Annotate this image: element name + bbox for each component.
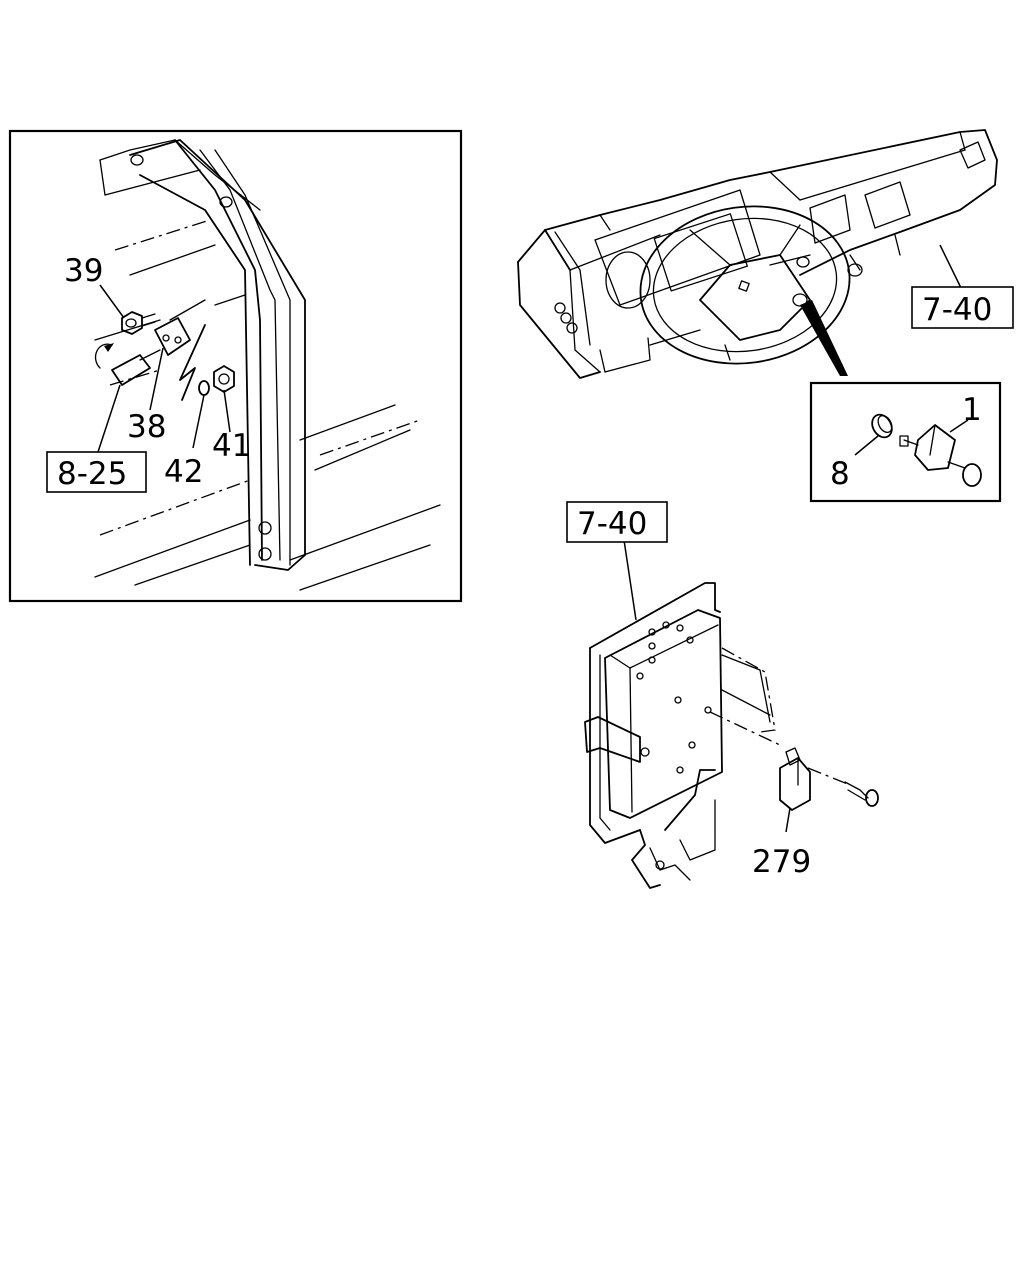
ref-label-7-40-dashboard: 7-40 [922,292,992,328]
callout-38: 38 [127,409,166,445]
bracket-assembly [584,539,879,889]
ref-box-7-40-dashboard[interactable]: 7-40 [911,286,1014,329]
detail-frame [8,129,463,603]
ref-label-8-25: 8-25 [57,456,127,492]
ref-box-7-40-bracket[interactable]: 7-40 [566,501,668,543]
callout-39: 39 [64,253,103,289]
callout-279: 279 [752,844,811,880]
callout-41: 41 [212,428,251,464]
left-leaders [97,284,231,453]
callout-42: 42 [164,454,203,490]
pointer-wedge [800,300,848,376]
callout-1: 1 [962,392,982,428]
ref-box-8-25[interactable]: 8-25 [46,451,147,493]
dashboard-assembly [517,129,998,379]
switch-detail-frame [809,381,1002,503]
switch-detail-box: 1 8 [809,381,1002,503]
detail-panel-left: 39 38 42 41 8-25 [8,129,463,603]
callout-8: 8 [830,456,850,492]
pillar-bracket [129,139,306,571]
ref-label-7-40-bracket: 7-40 [577,506,647,542]
